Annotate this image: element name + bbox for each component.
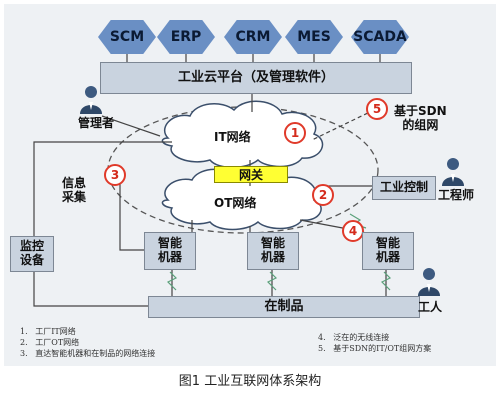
figure-caption: 图1 工业互联网体系架构 (178, 374, 322, 389)
it-network-label: IT网络 (214, 130, 251, 144)
cloud-platform-box: 工业云平台（及管理软件） (100, 62, 412, 94)
marker-4: 4 (342, 220, 364, 242)
marker-5: 5 (366, 98, 388, 120)
manager-label: 管理者 (78, 116, 115, 130)
smart-machine-2-line-1: 智能 (260, 236, 285, 251)
industrial-control-box: 工业控制 (372, 176, 436, 200)
legend-item-2: 2. 工厂OT网络 (20, 338, 80, 347)
cloud-platform-label: 工业云平台（及管理软件） (177, 69, 334, 85)
it-network-cloud (161, 100, 324, 169)
sdn-label: 基于SDN 的组网 (394, 104, 447, 133)
system-hex-erp: ERP (157, 20, 215, 54)
ot-network-label: OT网络 (214, 196, 257, 210)
smart-machine-2-line-2: 机器 (260, 250, 285, 264)
info-collect-line-2: 采集 (62, 190, 87, 205)
marker-1: 1 (284, 122, 306, 144)
smart-machine-box-3: 智能 机器 (362, 232, 414, 270)
worker-label: 工人 (418, 300, 443, 314)
marker-3: 3 (104, 164, 126, 186)
sdn-line-2: 的组网 (402, 118, 439, 133)
smart-machine-box-1: 智能 机器 (144, 232, 196, 270)
info-collect-label: 信息 采集 (62, 176, 86, 205)
smart-machine-3-line-1: 智能 (375, 236, 400, 251)
system-hex-scada: SCADA (351, 20, 409, 54)
engineer-person-icon (442, 158, 464, 186)
system-hex-crm: CRM (224, 20, 282, 54)
legend-left: 1. 工厂IT网络 2. 工厂OT网络 3. 直达智能机器和在制品的网络连接 (20, 326, 155, 359)
info-collect-line-1: 信息 (62, 176, 87, 190)
monitor-line-2: 设备 (19, 253, 44, 267)
legend-item-1: 1. 工厂IT网络 (20, 327, 76, 336)
industrial-control-label: 工业控制 (379, 180, 428, 195)
legend-item-4: 4. 泛在的无线连接 (318, 333, 390, 342)
wip-label: 在制品 (264, 298, 304, 314)
marker-2: 2 (312, 184, 334, 206)
smart-machine-3-line-2: 机器 (375, 250, 400, 264)
engineer-label: 工程师 (438, 188, 475, 202)
smart-machine-1-line-2: 机器 (157, 250, 182, 264)
legend-item-5: 5. 基于SDN的IT/OT组网方案 (318, 344, 432, 353)
monitor-device-box: 监控 设备 (10, 236, 54, 272)
wip-box: 在制品 (148, 296, 420, 318)
system-hex-mes: MES (285, 20, 343, 54)
gateway-label: 网关 (238, 168, 263, 182)
system-hex-scm: SCM (98, 20, 156, 54)
monitor-line-1: 监控 (19, 239, 44, 254)
legend-item-3: 3. 直达智能机器和在制品的网络连接 (20, 349, 156, 358)
gateway-box: 网关 (214, 166, 288, 183)
worker-person-icon (418, 268, 440, 296)
smart-machine-box-2: 智能 机器 (247, 232, 299, 270)
sdn-line-1: 基于SDN (394, 104, 447, 118)
smart-machine-1-line-1: 智能 (157, 236, 182, 251)
legend-right: 4. 泛在的无线连接 5. 基于SDN的IT/OT组网方案 (318, 332, 431, 354)
manager-person-icon (80, 86, 102, 114)
